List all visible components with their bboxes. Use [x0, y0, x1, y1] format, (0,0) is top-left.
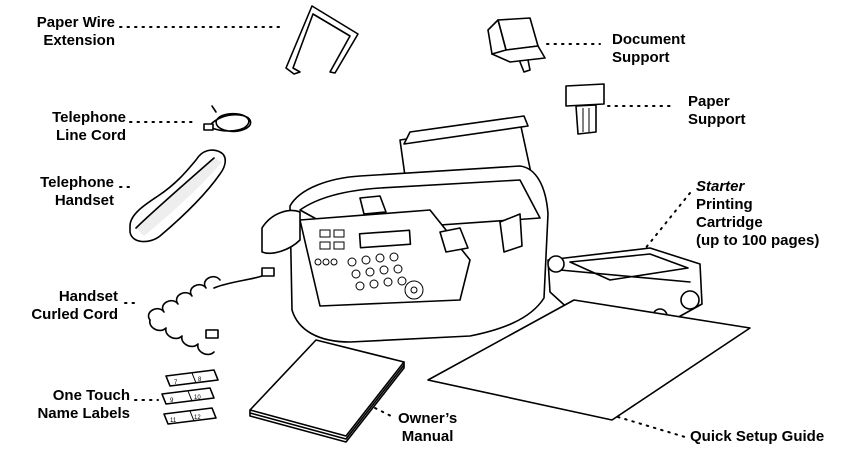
curled-cord-drawing — [149, 268, 274, 354]
label-handset-curled-cord: Handset Curled Cord — [31, 288, 118, 324]
label-document-support: Document Support — [612, 31, 685, 67]
label-line: Paper — [688, 93, 746, 111]
label-one-touch-name-labels: One Touch Name Labels — [37, 387, 130, 423]
label-telephone-handset: Telephone Handset — [40, 174, 114, 210]
label-number: 12 — [194, 415, 201, 421]
label-line: Document — [612, 31, 685, 49]
label-line: Name Labels — [37, 405, 130, 423]
one-touch-labels-drawing: 7 8 9 10 11 12 — [162, 370, 218, 424]
label-line-italic: Starter — [696, 178, 819, 196]
document-support-drawing — [488, 18, 545, 72]
label-number: 11 — [170, 418, 177, 424]
label-starter-cartridge: Starter Printing Cartridge (up to 100 pa… — [696, 178, 819, 250]
label-line: Handset — [31, 288, 118, 306]
label-line: Telephone — [52, 109, 126, 127]
label-line: Quick Setup Guide — [690, 428, 824, 446]
label-number: 10 — [194, 395, 201, 401]
label-paper-wire-extension: Paper Wire Extension — [37, 14, 115, 50]
label-line: Support — [688, 111, 746, 129]
owners-manual-drawing — [250, 340, 404, 442]
label-line: (up to 100 pages) — [696, 232, 819, 250]
label-owners-manual: Owner’s Manual — [398, 410, 457, 446]
label-telephone-line-cord: Telephone Line Cord — [52, 109, 126, 145]
label-line: Curled Cord — [31, 306, 118, 324]
label-line: Extension — [37, 32, 115, 50]
fax-machine-drawing — [262, 116, 548, 342]
paper-wire-extension-drawing — [286, 6, 358, 74]
label-line: Paper Wire — [37, 14, 115, 32]
label-line: One Touch — [37, 387, 130, 405]
label-line: Handset — [40, 192, 114, 210]
label-line: Cartridge — [696, 214, 819, 232]
label-line: Telephone — [40, 174, 114, 192]
paper-support-drawing — [566, 84, 604, 134]
label-line: Owner’s — [398, 410, 457, 428]
label-line: Line Cord — [52, 127, 126, 145]
telephone-line-cord-drawing — [204, 106, 251, 131]
telephone-handset-drawing — [130, 150, 225, 242]
label-line: Manual — [398, 428, 457, 446]
label-line: Printing — [696, 196, 819, 214]
label-quick-setup-guide: Quick Setup Guide — [690, 428, 824, 446]
label-paper-support: Paper Support — [688, 93, 746, 129]
label-line: Support — [612, 49, 685, 67]
